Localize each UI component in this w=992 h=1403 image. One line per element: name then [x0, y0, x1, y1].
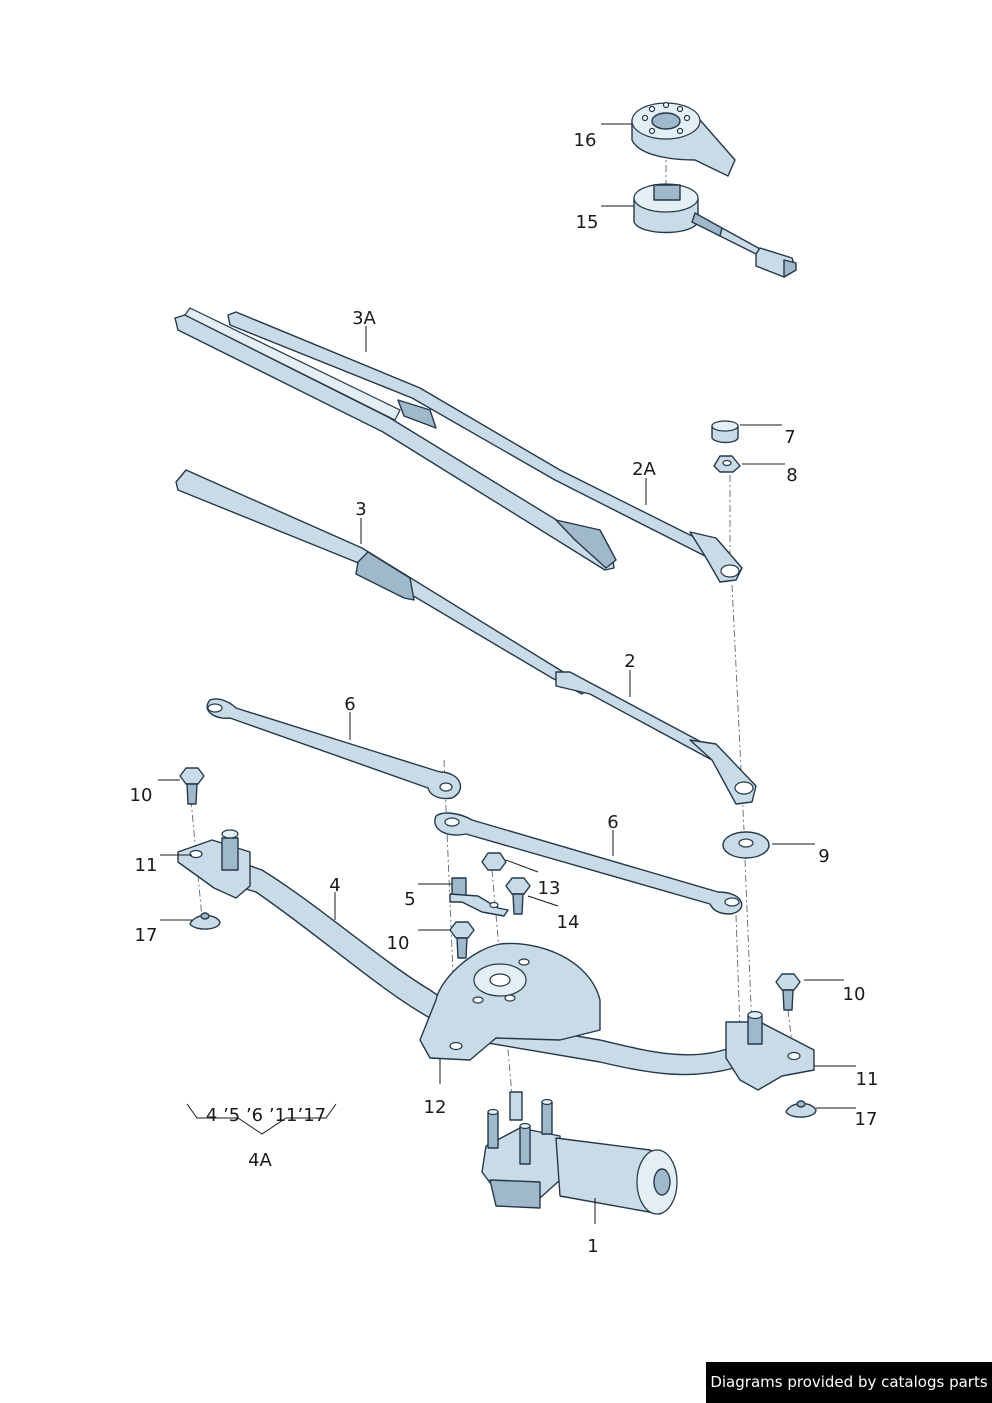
- label-kit-members: 4 ’5 ’6 ’11’17: [206, 1105, 326, 1126]
- part-1-wiper-motor: [481, 1091, 678, 1215]
- part-6-linkage-rod-lower: [434, 812, 743, 915]
- label-2A: 2A: [632, 459, 656, 480]
- part-8-nut: [713, 455, 741, 473]
- part-5-bracket: [449, 877, 509, 917]
- catalog-credit-banner: Diagrams provided by catalogs parts: [706, 1362, 992, 1403]
- label-17-right: 17: [855, 1109, 878, 1130]
- part-3A-wiper-blade: [174, 307, 617, 571]
- part-10-bolt-middle: [449, 921, 475, 959]
- part-15-sensor-with-connector: [633, 183, 797, 278]
- assembly-axis-lines: [190, 150, 794, 1096]
- label-6-upper: 6: [344, 694, 355, 715]
- label-7: 7: [784, 427, 795, 448]
- label-8: 8: [786, 465, 797, 486]
- part-14-bolt: [505, 877, 531, 915]
- leader-lines: [158, 123, 856, 1224]
- part-7-cap: [711, 420, 739, 444]
- label-2: 2: [624, 651, 635, 672]
- label-16: 16: [574, 130, 597, 151]
- label-3: 3: [355, 499, 366, 520]
- label-11-left: 11: [135, 855, 158, 876]
- part-2-wiper-arm: [555, 671, 757, 805]
- label-12: 12: [424, 1097, 447, 1118]
- part-13-nut: [481, 852, 507, 871]
- label-3A: 3A: [352, 308, 376, 329]
- part-2A-wiper-arm: [227, 311, 743, 583]
- part-17-grommet-left: [189, 912, 221, 930]
- label-1: 1: [587, 1236, 598, 1257]
- label-10-middle: 10: [387, 933, 410, 954]
- label-15: 15: [576, 212, 599, 233]
- label-10-left: 10: [130, 785, 153, 806]
- part-10-bolt-right: [775, 973, 801, 1011]
- part-6-linkage-rod-upper: [206, 698, 462, 800]
- part-10-bolt-left: [179, 767, 205, 805]
- label-14: 14: [557, 912, 580, 933]
- part-4-wiper-frame: [177, 829, 815, 1091]
- label-9: 9: [818, 846, 829, 867]
- part-labels: 16 15 3A 7 8 2A 3 2 6 10 11 6 9 13 4 5 1…: [130, 130, 879, 1257]
- label-6-lower: 6: [607, 812, 618, 833]
- label-4: 4: [329, 875, 340, 896]
- label-11-right: 11: [856, 1069, 879, 1090]
- part-16-sensor-cover: [631, 101, 736, 177]
- label-10-right: 10: [843, 984, 866, 1005]
- part-17-grommet-right: [785, 1100, 817, 1118]
- label-4A: 4A: [248, 1150, 272, 1171]
- part-9-washer: [722, 831, 770, 859]
- label-17-left: 17: [135, 925, 158, 946]
- label-13: 13: [538, 878, 561, 899]
- label-5: 5: [404, 889, 415, 910]
